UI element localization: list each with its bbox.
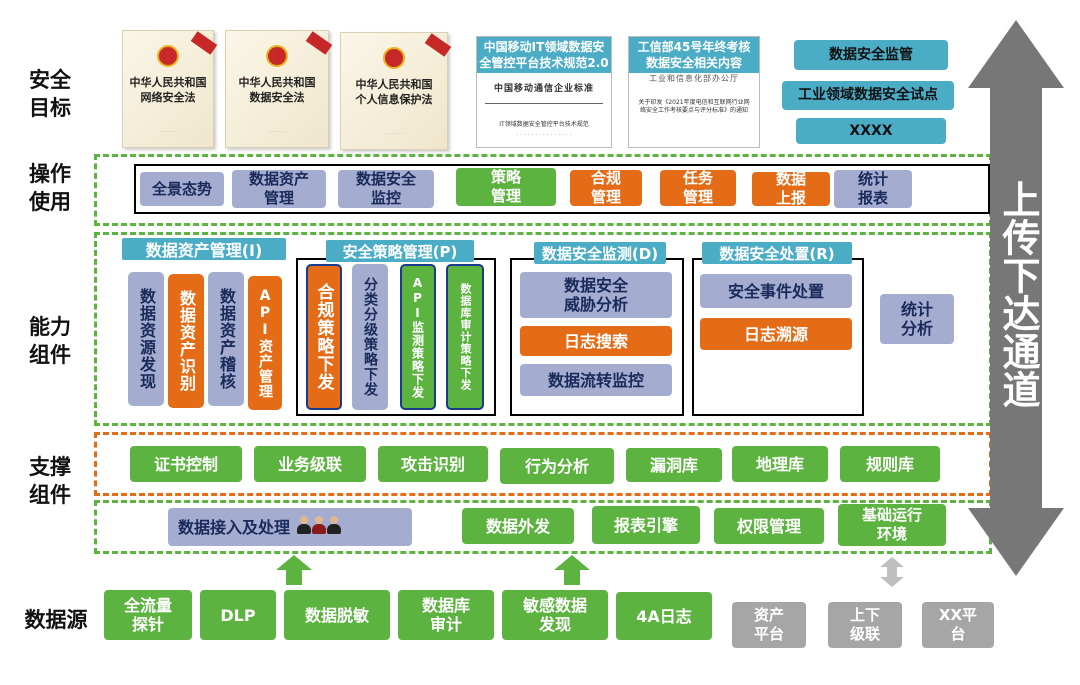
op-policy-management: 策略 管理 — [456, 168, 556, 206]
cap-statistical-analysis: 统计 分析 — [880, 294, 954, 344]
row-label-security-goal: 安全 目标 — [29, 68, 71, 120]
national-emblem-icon — [266, 45, 288, 67]
people-icon — [296, 516, 342, 538]
row-label-capability: 能力 组件 — [29, 315, 71, 367]
source-data-masking: 数据脱敏 — [284, 590, 390, 640]
book-title: 中华人民共和国 个人信息保护法 — [355, 78, 433, 106]
cap-asset-identification: 数据资产识别 — [168, 274, 204, 408]
source-dlp: DLP — [200, 590, 276, 640]
cap-compliance-policy: 合规策略下发 — [306, 264, 342, 410]
doc-miit-notice: 工信部45号年终考核 数据安全相关内容 工业和信息化部办公厅 关于印发《2021… — [628, 36, 760, 148]
source-sensitive-discovery: 敏感数据 发现 — [502, 590, 608, 640]
op-data-report: 数据 上报 — [752, 170, 830, 207]
support-attack-identification: 攻击识别 — [378, 446, 488, 482]
base-permission-management: 权限管理 — [714, 508, 824, 544]
goal-box-xxxx: XXXX — [796, 118, 946, 144]
law-book-personal-info: 中华人民共和国 个人信息保护法 · · · · · · — [340, 32, 452, 150]
cap-log-search: 日志搜索 — [520, 326, 672, 356]
goal-box-regulation: 数据安全监管 — [794, 40, 948, 70]
row-label-support: 支撑 组件 — [29, 455, 71, 507]
cap-db-audit-policy: 数据库审计策略下发 — [446, 264, 484, 410]
cap-classification-policy: 分类分级策略下发 — [352, 264, 388, 410]
monitor-header: 数据安全监测(D) — [534, 242, 666, 264]
op-compliance-management: 合规 管理 — [570, 169, 642, 206]
cap-resource-discovery: 数据资源发现 — [128, 272, 164, 406]
doc-header: 中国移动通信企业标准 — [493, 84, 594, 94]
op-panorama: 全景态势 — [140, 172, 224, 206]
doc-header: 工业和信息化部办公厅 — [649, 74, 739, 83]
base-runtime-environment: 基础运行 环境 — [838, 504, 946, 546]
base-data-ingest: 数据接入及处理 — [168, 508, 412, 546]
support-certificate-control: 证书控制 — [130, 446, 242, 482]
source-traffic-probe: 全流量 探针 — [104, 590, 192, 640]
base-data-outbound: 数据外发 — [462, 508, 574, 544]
doc-cmcc-standard: 中国移动IT领域数据安 全管控平台技术规范2.0 中国移动通信企业标准 IT领域… — [476, 36, 612, 148]
source-4a-log: 4A日志 — [616, 592, 712, 640]
doc-caption: 中国移动IT领域数据安 全管控平台技术规范2.0 — [477, 37, 611, 73]
cap-log-tracing: 日志溯源 — [700, 318, 852, 350]
support-rule-db: 规则库 — [840, 446, 940, 482]
cap-api-asset-management: API资产管理 — [248, 276, 282, 410]
cap-data-flow-monitor: 数据流转监控 — [520, 364, 672, 396]
cap-api-monitor-policy: API监测策略下发 — [400, 264, 436, 410]
cap-asset-audit: 数据资产稽核 — [208, 272, 244, 406]
support-geo-db: 地理库 — [732, 446, 828, 482]
national-emblem-icon — [157, 45, 179, 67]
support-behavior-analysis: 行为分析 — [500, 448, 614, 484]
doc-caption: 工信部45号年终考核 数据安全相关内容 — [629, 37, 759, 73]
cap-incident-response: 安全事件处置 — [700, 274, 852, 308]
book-title: 中华人民共和国 数据安全法 — [238, 76, 316, 104]
up-arrow-icon — [554, 555, 590, 585]
policy-management-header: 安全策略管理(P) — [326, 240, 474, 262]
doc-subtitle: IT领域数据安全管控平台技术规范 — [499, 121, 589, 128]
law-book-cybersecurity: 中华人民共和国 网络安全法 · · · · · · — [122, 30, 218, 148]
channel-label: 上传下达通道 — [996, 180, 1040, 408]
asset-management-header: 数据资产管理(I) — [122, 238, 286, 260]
channel-double-arrow-icon — [968, 20, 1064, 576]
book-title: 中华人民共和国 网络安全法 — [129, 76, 207, 104]
base-data-ingest-label: 数据接入及处理 — [178, 517, 291, 537]
up-arrow-icon — [276, 555, 312, 585]
row-label-operation: 操作 使用 — [29, 162, 71, 214]
op-security-monitoring: 数据安全 监控 — [338, 170, 434, 208]
response-header: 数据安全处置(R) — [702, 242, 852, 264]
cap-threat-analysis: 数据安全 威胁分析 — [520, 272, 672, 318]
base-report-engine: 报表引擎 — [592, 506, 700, 544]
row-label-data-source: 数据源 — [24, 608, 88, 632]
source-db-audit: 数据库 审计 — [398, 590, 494, 640]
doc-subtitle: 关于印发《2021年度电信和互联网行业网络安全工作考核要点与评分标准》的通知 — [638, 99, 750, 114]
op-asset-management: 数据资产 管理 — [232, 170, 326, 208]
national-emblem-icon — [383, 47, 405, 69]
op-task-management: 任务 管理 — [660, 169, 736, 206]
goal-box-pilot: 工业领域数据安全试点 — [782, 81, 954, 110]
source-xx-platform: XX平 台 — [922, 602, 994, 648]
op-statistics-report: 统计 报表 — [834, 170, 912, 208]
support-vulnerability-db: 漏洞库 — [626, 448, 722, 482]
law-book-data-security: 中华人民共和国 数据安全法 · · · · · · — [225, 30, 333, 148]
double-arrow-icon — [880, 557, 904, 587]
source-asset-platform: 资产 平台 — [732, 602, 806, 648]
source-cascade: 上下 级联 — [828, 602, 902, 648]
support-business-cascade: 业务级联 — [254, 446, 366, 482]
